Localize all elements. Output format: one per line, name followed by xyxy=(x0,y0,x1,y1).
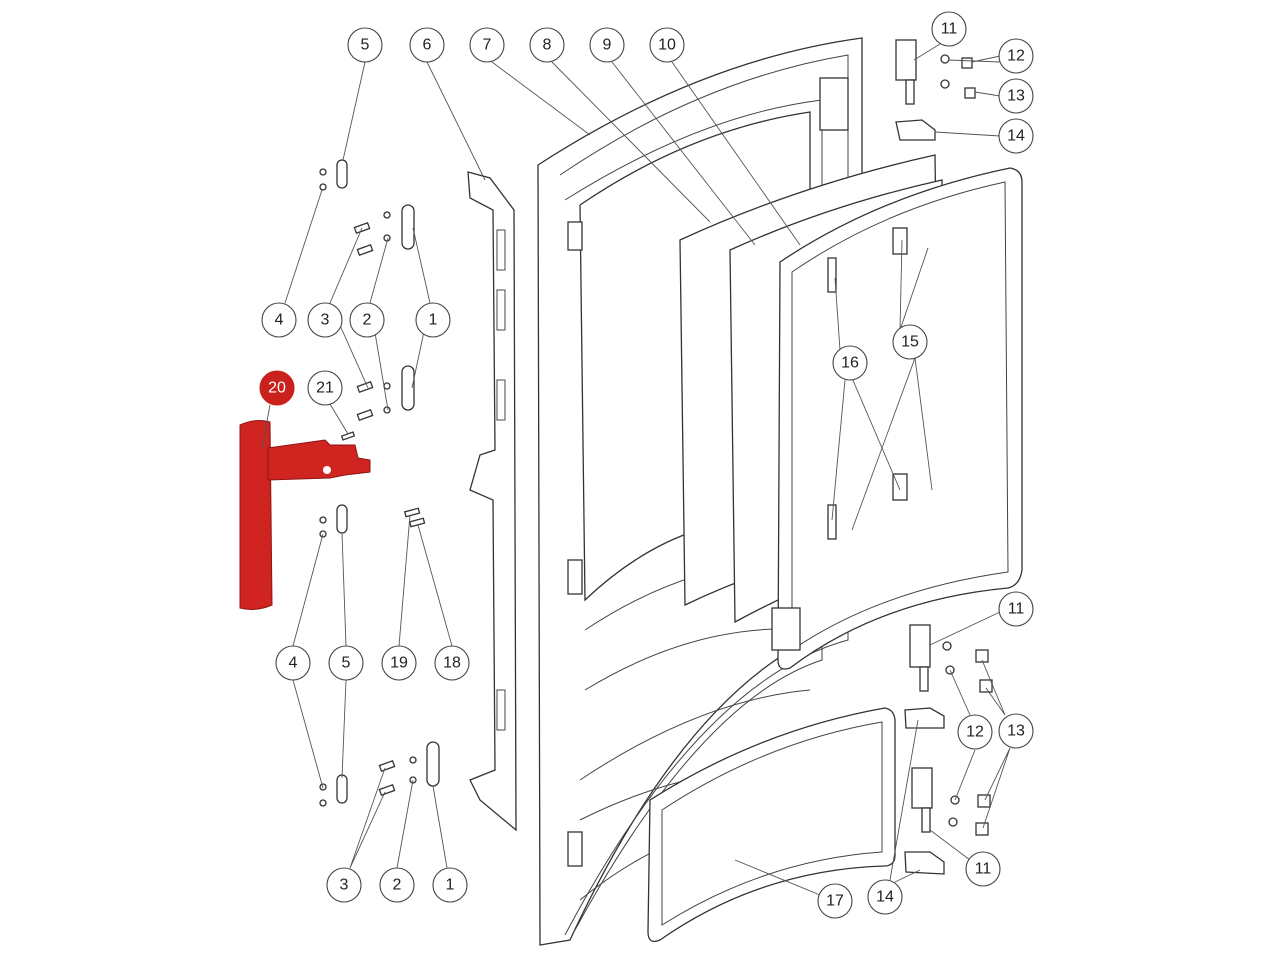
callout-15: 15 xyxy=(892,324,928,360)
callout-14: 14 xyxy=(998,118,1034,154)
ash-door-frame xyxy=(647,707,896,943)
svg-text:11: 11 xyxy=(941,21,958,38)
callout-4: 4 xyxy=(261,302,297,338)
svg-text:8: 8 xyxy=(543,37,552,54)
hardware-left xyxy=(319,159,440,807)
svg-text:7: 7 xyxy=(483,37,492,54)
hinges-right xyxy=(895,39,993,875)
callout-7: 7 xyxy=(469,27,505,63)
callout-11: 11 xyxy=(998,591,1034,627)
callouts: 5 6 7 8 9 10 11 12 13 14 4 3 2 1 15 16 2… xyxy=(259,11,1034,919)
svg-text:13: 13 xyxy=(1007,723,1025,740)
rail-slots xyxy=(496,229,506,731)
svg-text:21: 21 xyxy=(316,380,334,397)
svg-text:15: 15 xyxy=(901,334,919,351)
callout-3: 3 xyxy=(326,867,362,903)
callout-12: 12 xyxy=(957,714,993,750)
leader-lines xyxy=(261,43,1011,896)
callout-6: 6 xyxy=(409,27,445,63)
svg-text:2: 2 xyxy=(363,312,372,329)
callout-10: 10 xyxy=(649,27,685,63)
svg-text:12: 12 xyxy=(966,724,984,741)
svg-text:20: 20 xyxy=(268,380,286,397)
svg-text:18: 18 xyxy=(443,655,461,672)
svg-text:16: 16 xyxy=(841,355,859,372)
callout-14: 14 xyxy=(867,879,903,915)
svg-text:3: 3 xyxy=(321,312,330,329)
svg-text:1: 1 xyxy=(429,312,438,329)
callout-5: 5 xyxy=(347,27,383,63)
svg-text:5: 5 xyxy=(342,655,351,672)
callout-21: 21 xyxy=(307,370,343,406)
callout-11: 11 xyxy=(965,851,1001,887)
callout-2: 2 xyxy=(379,867,415,903)
callout-18: 18 xyxy=(434,645,470,681)
svg-text:17: 17 xyxy=(826,893,844,910)
svg-text:2: 2 xyxy=(393,877,402,894)
svg-text:1: 1 xyxy=(446,877,455,894)
svg-text:6: 6 xyxy=(423,37,432,54)
callout-1: 1 xyxy=(415,302,451,338)
callout-9: 9 xyxy=(589,27,625,63)
svg-text:4: 4 xyxy=(289,655,298,672)
svg-text:3: 3 xyxy=(340,877,349,894)
svg-text:13: 13 xyxy=(1007,88,1025,105)
callout-20-highlighted: 20 xyxy=(259,370,295,406)
svg-text:12: 12 xyxy=(1007,48,1025,65)
callout-8: 8 xyxy=(529,27,565,63)
svg-text:19: 19 xyxy=(390,655,408,672)
glass-frame xyxy=(771,167,1023,670)
callout-11: 11 xyxy=(931,11,967,47)
svg-text:4: 4 xyxy=(275,312,284,329)
callout-12: 12 xyxy=(998,38,1034,74)
callout-16: 16 xyxy=(832,345,868,381)
svg-text:14: 14 xyxy=(1007,128,1025,145)
callout-5: 5 xyxy=(328,645,364,681)
svg-text:10: 10 xyxy=(658,37,676,54)
callout-17: 17 xyxy=(817,883,853,919)
callout-4: 4 xyxy=(275,645,311,681)
svg-text:11: 11 xyxy=(975,861,992,878)
callout-19: 19 xyxy=(381,645,417,681)
svg-text:9: 9 xyxy=(603,37,612,54)
callout-13: 13 xyxy=(998,78,1034,114)
hinge-rail xyxy=(467,171,517,832)
svg-text:14: 14 xyxy=(876,889,894,906)
svg-text:5: 5 xyxy=(361,37,370,54)
callout-3: 3 xyxy=(307,302,343,338)
door-handle-highlighted xyxy=(239,420,371,610)
callout-13: 13 xyxy=(998,713,1034,749)
callout-2: 2 xyxy=(349,302,385,338)
callout-1: 1 xyxy=(432,867,468,903)
svg-text:11: 11 xyxy=(1008,601,1025,618)
